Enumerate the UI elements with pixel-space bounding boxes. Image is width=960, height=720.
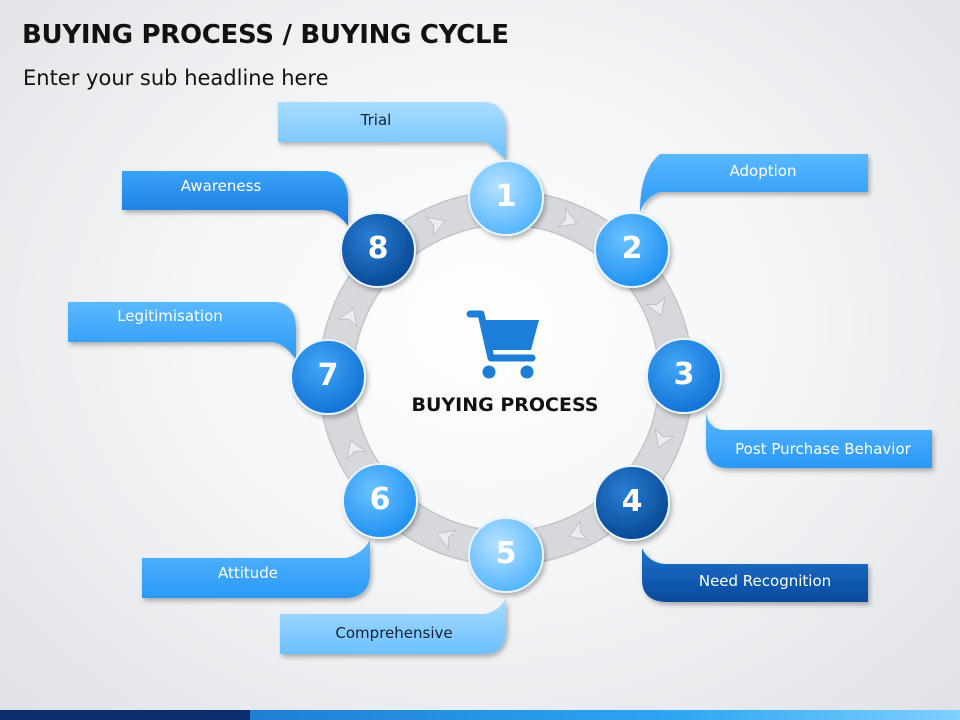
step-number-2: 2 xyxy=(621,231,643,266)
callout-awareness xyxy=(122,171,348,226)
callout-legitimisation xyxy=(68,302,296,360)
ring-chevron xyxy=(424,216,446,238)
callout-trial xyxy=(278,102,506,160)
footer-bar xyxy=(0,710,960,720)
shopping-cart-icon xyxy=(466,310,539,379)
ring-chevron xyxy=(568,519,590,541)
ring-chevron xyxy=(346,439,368,461)
callout-attitude xyxy=(142,540,370,598)
page-title: BUYING PROCESS / BUYING CYCLE xyxy=(22,20,509,50)
step-label-post-purchase: Post Purchase Behavior xyxy=(735,440,911,458)
step-circle-8 xyxy=(340,212,416,288)
step-label-attitude: Attitude xyxy=(217,564,279,582)
callout-need-recognition xyxy=(642,548,868,602)
step-label-need-recognition: Need Recognition xyxy=(698,572,832,590)
callout-comprehensive xyxy=(280,598,506,654)
step-number-4: 4 xyxy=(621,484,643,519)
step-number-3: 3 xyxy=(673,357,695,392)
callout-adoption xyxy=(640,154,868,212)
page-subtitle: Enter your sub headline here xyxy=(23,66,329,90)
step-circle-2 xyxy=(594,212,670,288)
step-circle-4 xyxy=(594,465,670,541)
callout-post-purchase xyxy=(706,412,932,468)
step-circle-3 xyxy=(646,338,722,414)
ring-chevron xyxy=(644,295,666,317)
step-label-legitimisation: Legitimisation xyxy=(117,307,223,325)
footer-bar-dark xyxy=(0,710,250,720)
ring-chevron xyxy=(436,529,458,551)
step-number-6: 6 xyxy=(369,482,391,517)
step-number-5: 5 xyxy=(495,536,517,571)
step-circle-7 xyxy=(290,339,366,415)
step-label-comprehensive: Comprehensive xyxy=(335,624,453,642)
step-circle-1 xyxy=(468,160,544,236)
ring-chevron xyxy=(556,206,578,228)
footer-bar-gradient xyxy=(250,710,960,720)
step-circle-6 xyxy=(342,463,418,539)
step-label-trial: Trial xyxy=(360,111,392,129)
step-number-7: 7 xyxy=(317,358,339,393)
step-label-adoption: Adoption xyxy=(729,162,797,180)
step-label-awareness: Awareness xyxy=(180,177,262,195)
ring-chevron xyxy=(336,307,358,329)
ring-chevron xyxy=(654,427,676,449)
center-label: BUYING PROCESS xyxy=(411,394,599,416)
step-circle-5 xyxy=(468,517,544,593)
step-number-1: 1 xyxy=(495,179,517,214)
step-number-8: 8 xyxy=(367,231,389,266)
